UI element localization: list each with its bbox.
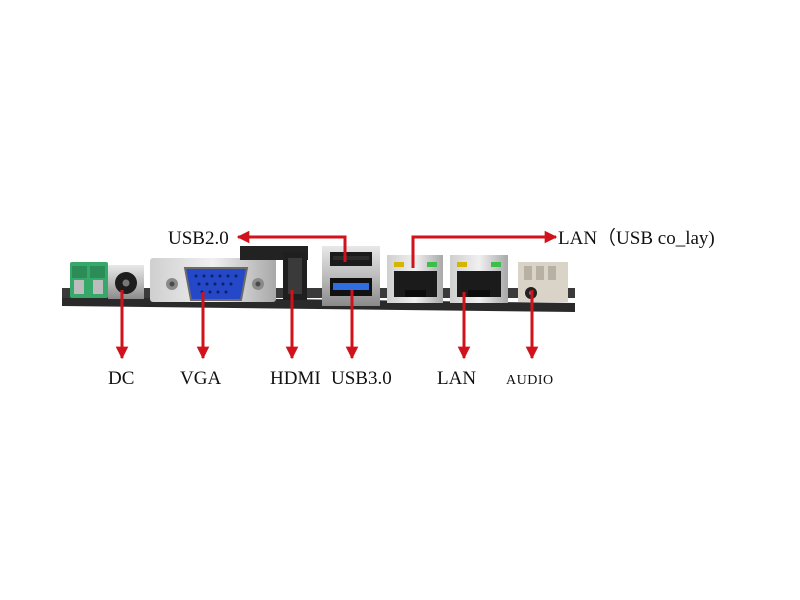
dc-terminal-block	[70, 262, 108, 298]
hdmi-port	[283, 252, 307, 300]
label-lan-top: LAN（USB co_lay)	[558, 227, 715, 249]
arrow-lan-top	[411, 230, 558, 268]
dc-jack	[108, 265, 144, 299]
labels: USB2.0 LAN（USB co_lay) DC VGA HDMI USB3.…	[108, 227, 715, 389]
label-lan-bottom: LAN	[437, 368, 476, 389]
motherboard-image	[62, 246, 575, 312]
label-usb3: USB3.0	[331, 368, 392, 389]
usb-stack	[322, 246, 380, 306]
lan-port-1	[387, 255, 443, 303]
arrow-usb2	[236, 230, 347, 262]
label-hdmi: HDMI	[270, 368, 321, 389]
label-dc: DC	[108, 368, 134, 389]
audio-jack	[518, 262, 568, 302]
callout-arrows	[115, 230, 558, 360]
label-audio: AUDIO	[506, 373, 554, 388]
label-usb2: USB2.0	[168, 228, 229, 249]
lan-port-2	[450, 255, 508, 303]
label-vga: VGA	[180, 368, 221, 389]
vga-port	[150, 258, 276, 302]
